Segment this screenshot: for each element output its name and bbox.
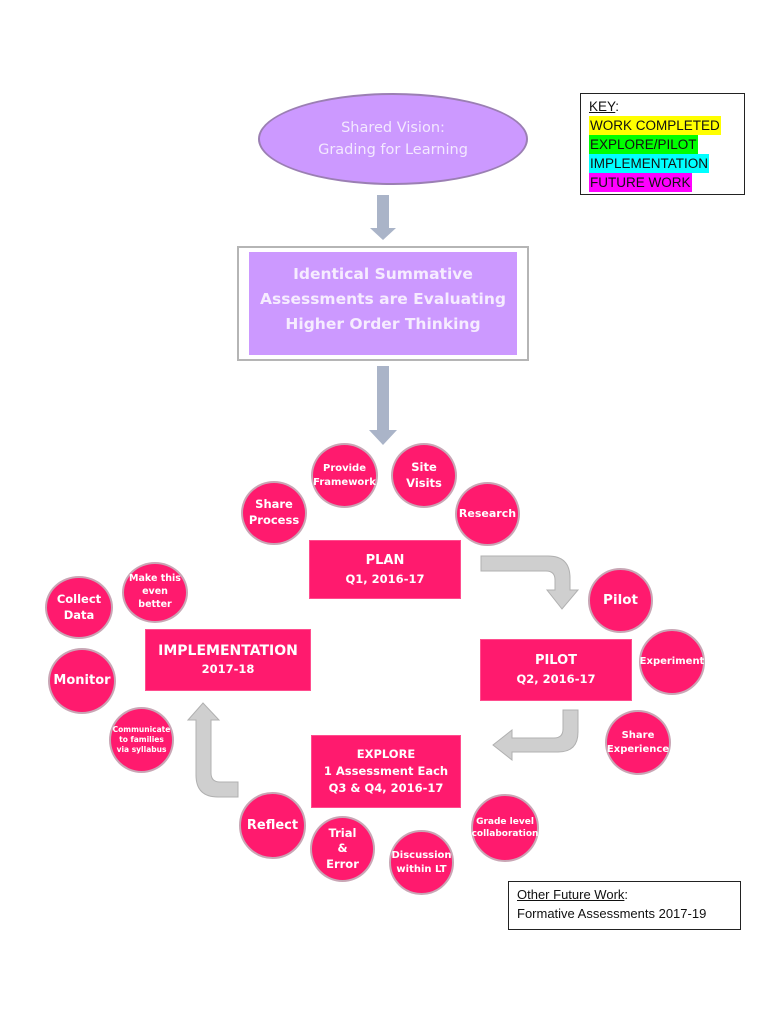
arrow-plan-to-pilot bbox=[480, 555, 580, 610]
phase-pilot-title: PILOT bbox=[534, 653, 578, 668]
key-item-explore-pilot: EXPLORE/PILOT bbox=[589, 135, 698, 154]
phase-explore-sub-2: Q3 & Q4, 2016-17 bbox=[328, 781, 444, 795]
circle-monitor: Monitor bbox=[48, 648, 116, 714]
goal-line-3: Higher Order Thinking bbox=[285, 315, 481, 333]
circle-share-process: Share Process bbox=[241, 481, 307, 545]
circle-provide-framework: Provide Framework bbox=[311, 443, 378, 508]
vision-line-2: Grading for Learning bbox=[318, 142, 468, 158]
circle-make-this-even-better: Make this even better bbox=[122, 562, 188, 623]
goal-line-2: Assessments are Evaluating bbox=[260, 290, 506, 308]
key-title: KEY bbox=[589, 99, 616, 114]
phase-implementation: IMPLEMENTATION 2017-18 bbox=[145, 629, 311, 691]
circle-pilot: Pilot bbox=[588, 568, 653, 633]
phase-implementation-title: IMPLEMENTATION bbox=[158, 643, 298, 659]
goal-box: Identical Summative Assessments are Eval… bbox=[237, 246, 529, 361]
circle-trial-and-error: Trial & Error bbox=[310, 816, 375, 882]
circle-collect-data: Collect Data bbox=[45, 576, 113, 639]
circle-grade-level-collaboration: Grade level collaboration bbox=[471, 794, 539, 862]
legend-key: KEY: WORK COMPLETED EXPLORE/PILOT IMPLEM… bbox=[580, 93, 745, 195]
vision-line-1: Shared Vision: bbox=[341, 120, 445, 136]
key-item-future-work: FUTURE WORK bbox=[589, 173, 692, 192]
key-item-implementation: IMPLEMENTATION bbox=[589, 154, 710, 173]
arrow-down-goal bbox=[369, 366, 397, 445]
arrow-pilot-to-explore bbox=[492, 709, 579, 762]
arrow-down-vision bbox=[370, 195, 396, 240]
goal-box-inner: Identical Summative Assessments are Eval… bbox=[249, 252, 517, 355]
phase-plan: PLAN Q1, 2016-17 bbox=[309, 540, 461, 599]
circle-discussion-within-lt: Discussion within LT bbox=[389, 830, 454, 895]
key-item-work-completed: WORK COMPLETED bbox=[589, 116, 721, 135]
note-title: Other Future Work bbox=[517, 887, 625, 902]
other-future-work-note: Other Future Work: Formative Assessments… bbox=[508, 881, 741, 930]
phase-explore-sub-1: 1 Assessment Each bbox=[323, 764, 449, 778]
phase-implementation-sub: 2017-18 bbox=[201, 662, 255, 676]
phase-pilot-sub: Q2, 2016-17 bbox=[516, 672, 596, 686]
note-body: Formative Assessments 2017-19 bbox=[517, 906, 707, 921]
circle-research: Research bbox=[455, 482, 520, 546]
circle-communicate-to-families: Communicate to families via syllabus bbox=[109, 707, 174, 773]
goal-line-1: Identical Summative bbox=[293, 265, 473, 283]
phase-pilot: PILOT Q2, 2016-17 bbox=[480, 639, 632, 701]
phase-explore-title: EXPLORE bbox=[356, 747, 416, 761]
shared-vision-ellipse: Shared Vision: Grading for Learning bbox=[258, 93, 528, 185]
circle-site-visits: Site Visits bbox=[391, 443, 457, 508]
phase-plan-title: PLAN bbox=[365, 552, 405, 568]
phase-plan-sub: Q1, 2016-17 bbox=[345, 571, 425, 586]
circle-experiment: Experiment bbox=[639, 629, 705, 695]
arrow-explore-to-implementation bbox=[186, 702, 239, 798]
circle-share-experience: Share Experience bbox=[605, 710, 671, 775]
phase-explore: EXPLORE 1 Assessment Each Q3 & Q4, 2016-… bbox=[311, 735, 461, 808]
circle-reflect: Reflect bbox=[239, 792, 306, 859]
